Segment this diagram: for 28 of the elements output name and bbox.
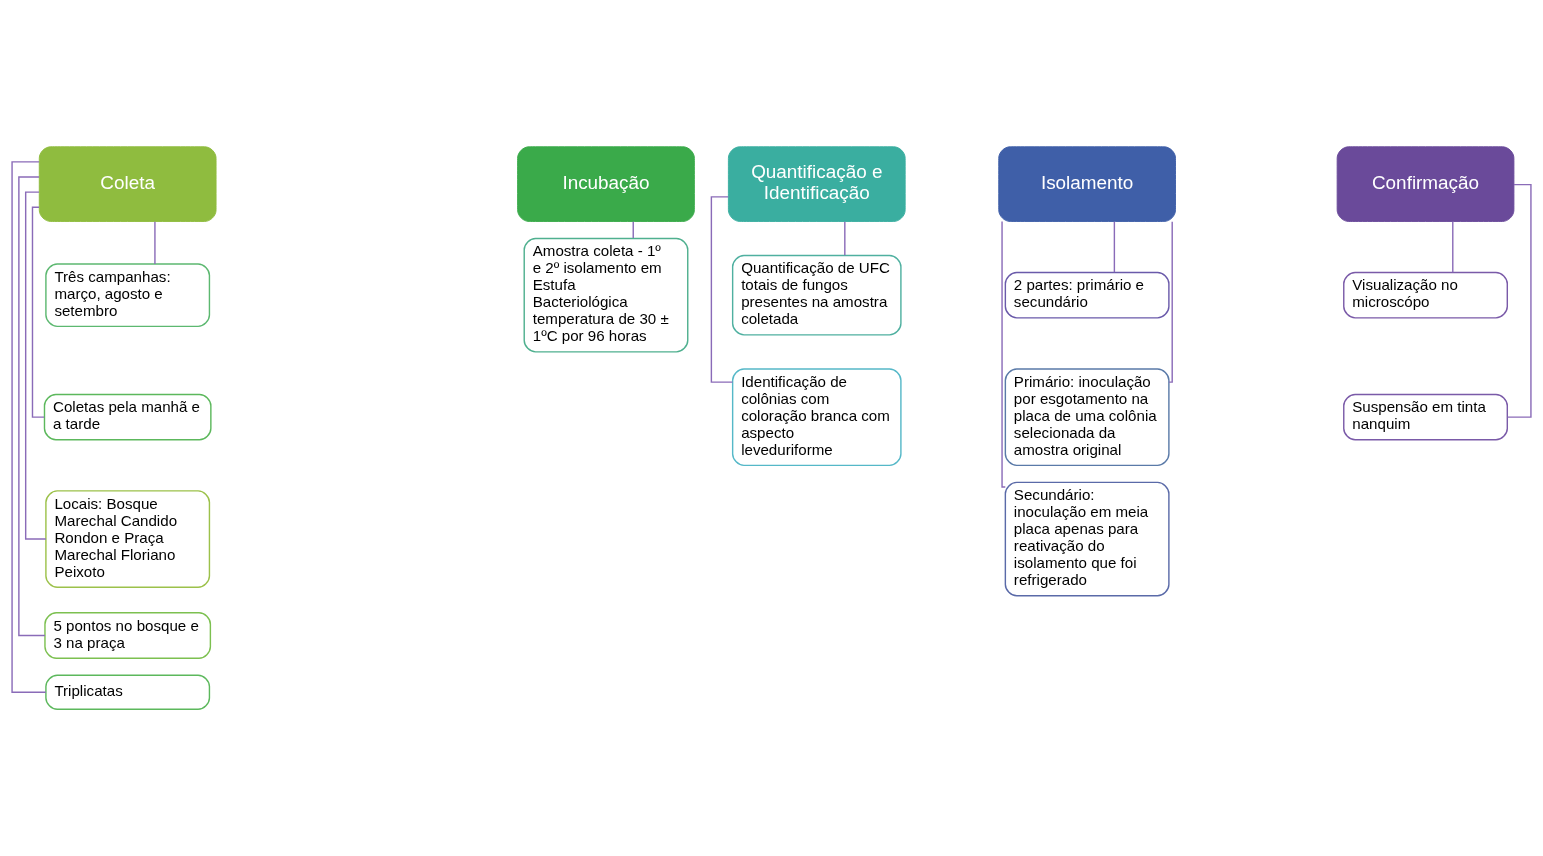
node-box: Coleta	[38, 146, 217, 222]
node-box: Confirmação	[1336, 146, 1515, 222]
node-box: Primário: inoculação por esgotamento na placa de uma colônia selecionada da amostra original	[1004, 368, 1170, 467]
connector	[18, 176, 46, 637]
node-box: Amostra coleta - 1º e 2º isolamento em Estufa Bacteriológica temperatura de 30 ± 1ºC por 96 horas	[523, 237, 689, 353]
node-box: Isolamento	[998, 146, 1176, 222]
node-box: Suspensão em tinta nanquim	[1343, 393, 1508, 441]
connector	[1168, 221, 1173, 383]
node-box: Quantificação e Identificação	[727, 146, 906, 222]
node-box: Três campanhas: março, agosto e setembro	[45, 263, 211, 328]
connector	[24, 191, 47, 540]
node-box: Incubação	[517, 146, 695, 222]
node-box: Quantificação de UFC totais de fungos presentes na amostra coletada	[731, 254, 902, 336]
node-box: Secundário: inoculação em meia placa apenas para reativação do isolamento que foi refrigerado	[1004, 481, 1170, 597]
node-box: Identificação de colônias com coloração branca com aspecto leveduriforme	[731, 368, 902, 467]
node-box: 5 pontos no bosque e 3 na praça	[44, 612, 212, 659]
connector	[31, 206, 45, 418]
connector	[1113, 221, 1116, 273]
node-box: Visualização no microscópo	[1343, 271, 1508, 319]
connector	[1001, 220, 1006, 488]
connector	[154, 221, 156, 265]
connector	[1452, 221, 1454, 273]
node-box: Locais: Bosque Marechal Candido Rondon e Praça Marechal Floriano Peixoto	[45, 490, 211, 588]
node-box: 2 partes: primário e secundário	[1004, 271, 1170, 319]
connector	[11, 161, 47, 693]
connector	[844, 221, 846, 257]
node-box: Coletas pela manhã e a tarde	[43, 393, 212, 441]
node-box: Triplicatas	[45, 674, 211, 710]
